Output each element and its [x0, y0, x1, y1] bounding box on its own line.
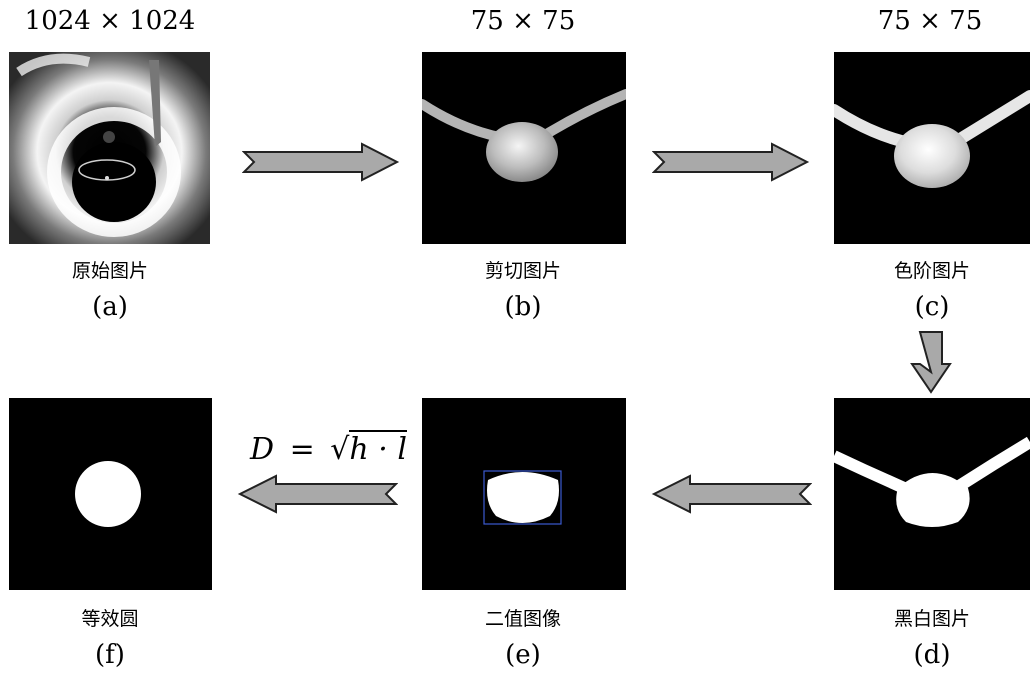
formula-lhs: D: [250, 432, 275, 467]
arrow-e-to-f: [236, 474, 398, 514]
label-d: (d): [913, 640, 951, 670]
caption-c: 色阶图片: [893, 260, 970, 282]
label-e: (e): [505, 640, 541, 670]
sqrt-symbol: √: [330, 432, 350, 467]
dim-label-a: 1024 × 1024: [24, 6, 196, 36]
arrow-a-to-b: [242, 142, 400, 182]
arrow-c-to-d: [910, 330, 952, 394]
label-c: (c): [914, 292, 950, 322]
arrow-d-to-e: [650, 474, 812, 514]
panel-black-white-image: [834, 398, 1030, 590]
panel-original-image: [9, 52, 210, 244]
caption-e: 二值图像: [484, 608, 561, 630]
formula-equals: =: [289, 432, 315, 467]
panel-cropped-image: [422, 52, 626, 244]
formula-radicand: h · l: [349, 430, 407, 467]
panel-level-image: [834, 52, 1030, 244]
panel-equivalent-circle: [9, 398, 212, 590]
caption-a: 原始图片: [71, 260, 148, 282]
panel-binary-image: [422, 398, 626, 590]
label-f: (f): [95, 640, 125, 670]
dim-label-c: 75 × 75: [877, 6, 983, 36]
caption-d: 黑白图片: [893, 608, 970, 630]
arrow-b-to-c: [652, 142, 810, 182]
caption-f: 等效圆: [81, 608, 139, 630]
formula-equivalent-diameter: D = √h · l: [250, 430, 407, 467]
caption-b: 剪切图片: [484, 260, 561, 282]
dim-label-b: 75 × 75: [470, 6, 576, 36]
label-a: (a): [92, 292, 128, 322]
label-b: (b): [504, 292, 542, 322]
